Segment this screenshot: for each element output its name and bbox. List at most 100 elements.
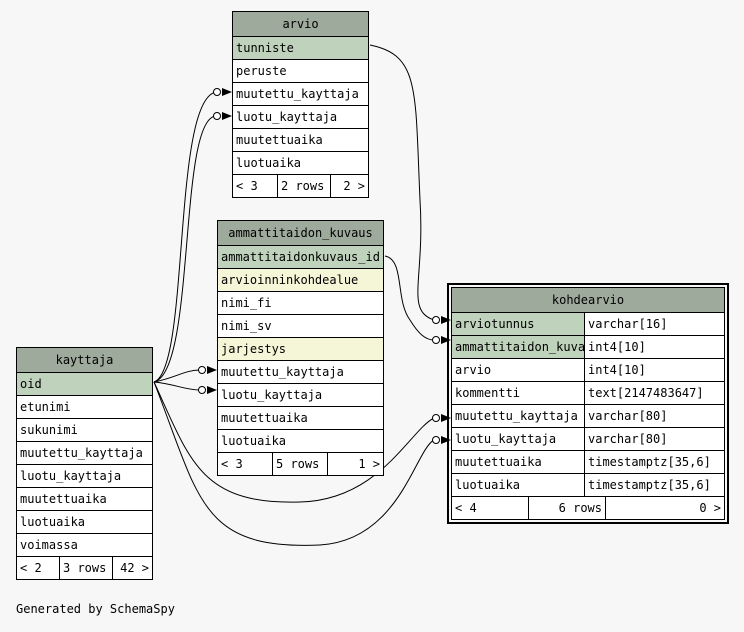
column-row[interactable]: muutettu_kayttaja — [218, 361, 383, 384]
edge-kayttaja-ak-muutettu — [153, 369, 201, 383]
table-header[interactable]: arvio — [233, 12, 368, 37]
column-type: int4[10] — [584, 359, 724, 381]
column-row[interactable]: voimassa — [17, 534, 152, 557]
column-row[interactable]: nimi_sv — [218, 315, 383, 338]
column-row[interactable]: sukunimi — [17, 419, 152, 442]
column-row[interactable]: luotu_kayttaja — [218, 384, 383, 407]
children-count[interactable]: 2 > — [330, 175, 368, 197]
column-row[interactable]: muutettuaika — [233, 129, 368, 152]
table-footer: < 3 2 rows 2 > — [233, 175, 368, 197]
column-row[interactable]: arvio int4[10] — [452, 359, 724, 382]
edge-arvio-kohdearvio — [369, 44, 435, 321]
table-arvio[interactable]: arvio tunniste peruste muutettu_kayttaja… — [232, 11, 369, 198]
column-name: arvioinninkohdealue — [221, 273, 359, 287]
column-name: muutettu_kayttaja — [455, 409, 578, 423]
column-name: tunniste — [236, 41, 294, 55]
column-row[interactable]: arviotunnus varchar[16] — [452, 313, 724, 336]
table-kayttaja[interactable]: kayttaja oid etunimi sukunimi muutettu_k… — [16, 347, 153, 580]
table-kohdearvio[interactable]: kohdearvio arviotunnus varchar[16] ammatt… — [447, 283, 729, 524]
column-row[interactable]: muutettuaika — [218, 407, 383, 430]
column-row[interactable]: muutettuaika timestamptz[35,6] — [452, 451, 724, 474]
column-row[interactable]: arvioinninkohdealue — [218, 269, 383, 292]
parents-count[interactable]: < 3 — [221, 457, 243, 471]
column-row[interactable]: tunniste — [233, 37, 368, 60]
column-row[interactable]: luotu_kayttaja — [17, 465, 152, 488]
column-name: jarjestys — [221, 342, 287, 356]
column-row[interactable]: muutettuaika — [17, 488, 152, 511]
column-name: oid — [20, 377, 42, 391]
column-name: muutettuaika — [236, 133, 323, 147]
table-ammattitaidon-kuvaus[interactable]: ammattitaidon_kuvaus ammattitaidonkuvaus… — [217, 220, 384, 476]
column-row[interactable]: oid — [17, 373, 152, 396]
children-count[interactable]: 1 > — [327, 453, 383, 475]
edge-kayttaja-ak-luotu — [153, 381, 201, 391]
column-name: luotu_kayttaja — [236, 110, 338, 124]
parents-count[interactable]: < 3 — [236, 179, 258, 193]
column-name: luotu_kayttaja — [455, 432, 557, 446]
column-row[interactable]: muutettu_kayttaja — [17, 442, 152, 465]
column-name: sukunimi — [20, 423, 78, 437]
column-name: arvio — [455, 363, 492, 377]
column-row[interactable]: jarjestys — [218, 338, 383, 361]
row-count: 5 rows — [272, 453, 327, 475]
column-name: peruste — [236, 64, 287, 78]
column-row[interactable]: ammattitaidon_kuvausint4[10] — [452, 336, 724, 359]
column-name: muutettu_kayttaja — [221, 365, 344, 379]
children-count[interactable]: 0 > — [605, 497, 724, 519]
column-row[interactable]: ammattitaidonkuvaus_id — [218, 246, 383, 269]
column-name: ammattitaidonkuvaus_id — [221, 250, 380, 264]
edge-kayttaja-arvio-muutettu — [153, 91, 217, 383]
table-header[interactable]: ammattitaidon_kuvaus — [218, 221, 383, 246]
column-name: ammattitaidon_kuvaus — [455, 340, 584, 354]
column-name: muutettu_kayttaja — [20, 446, 143, 460]
column-row[interactable]: luotu_kayttaja — [233, 106, 368, 129]
parents-count[interactable]: < 4 — [455, 501, 477, 515]
column-type: timestamptz[35,6] — [584, 451, 724, 473]
column-row[interactable]: kommentti text[2147483647] — [452, 382, 724, 405]
column-row[interactable]: muutettu_kayttaja — [233, 83, 368, 106]
row-count: 2 rows — [277, 175, 330, 197]
table-header[interactable]: kayttaja — [17, 348, 152, 373]
column-name: nimi_sv — [221, 319, 272, 333]
table-footer: < 3 5 rows 1 > — [218, 453, 383, 475]
column-row[interactable]: nimi_fi — [218, 292, 383, 315]
table-footer: < 4 6 rows 0 > — [452, 497, 724, 519]
column-row[interactable]: muutettu_kayttaja varchar[80] — [452, 405, 724, 428]
column-name: etunimi — [20, 400, 71, 414]
edge-ak-kohdearvio — [384, 255, 435, 341]
column-row[interactable]: etunimi — [17, 396, 152, 419]
column-row[interactable]: luotuaika — [17, 511, 152, 534]
column-row[interactable]: peruste — [233, 60, 368, 83]
column-name: luotuaika — [221, 434, 287, 448]
column-name: muutettuaika — [221, 411, 308, 425]
column-name: muutettuaika — [455, 455, 542, 469]
column-type: varchar[80] — [584, 405, 724, 427]
table-header[interactable]: kohdearvio — [452, 288, 724, 313]
column-name: voimassa — [20, 538, 78, 552]
column-name: luotu_kayttaja — [20, 469, 122, 483]
column-name: luotu_kayttaja — [221, 388, 323, 402]
edge-kayttaja-kohdearvio-luotu — [153, 381, 435, 546]
column-name: kommentti — [455, 386, 521, 400]
column-name: luotuaika — [236, 156, 302, 170]
column-row[interactable]: luotu_kayttaja varchar[80] — [452, 428, 724, 451]
column-name: luotuaika — [20, 515, 86, 529]
row-count: 6 rows — [528, 497, 605, 519]
column-row[interactable]: luotuaika — [233, 152, 368, 175]
column-name: arviotunnus — [455, 317, 535, 331]
edge-kayttaja-kohdearvio-muutettu — [153, 381, 435, 503]
parents-count[interactable]: < 2 — [20, 561, 42, 575]
column-type: varchar[16] — [584, 313, 724, 335]
children-count[interactable]: 42 > — [112, 557, 152, 579]
column-row[interactable]: luotuaika — [218, 430, 383, 453]
table-footer: < 2 3 rows 42 > — [17, 557, 152, 579]
column-type: int4[10] — [584, 336, 724, 358]
column-type: varchar[80] — [584, 428, 724, 450]
column-type: timestamptz[35,6] — [584, 474, 724, 496]
schemaspy-credit: Generated by SchemaSpy — [16, 602, 175, 616]
column-name: muutettuaika — [20, 492, 107, 506]
column-type: text[2147483647] — [584, 382, 724, 404]
column-name: nimi_fi — [221, 296, 272, 310]
